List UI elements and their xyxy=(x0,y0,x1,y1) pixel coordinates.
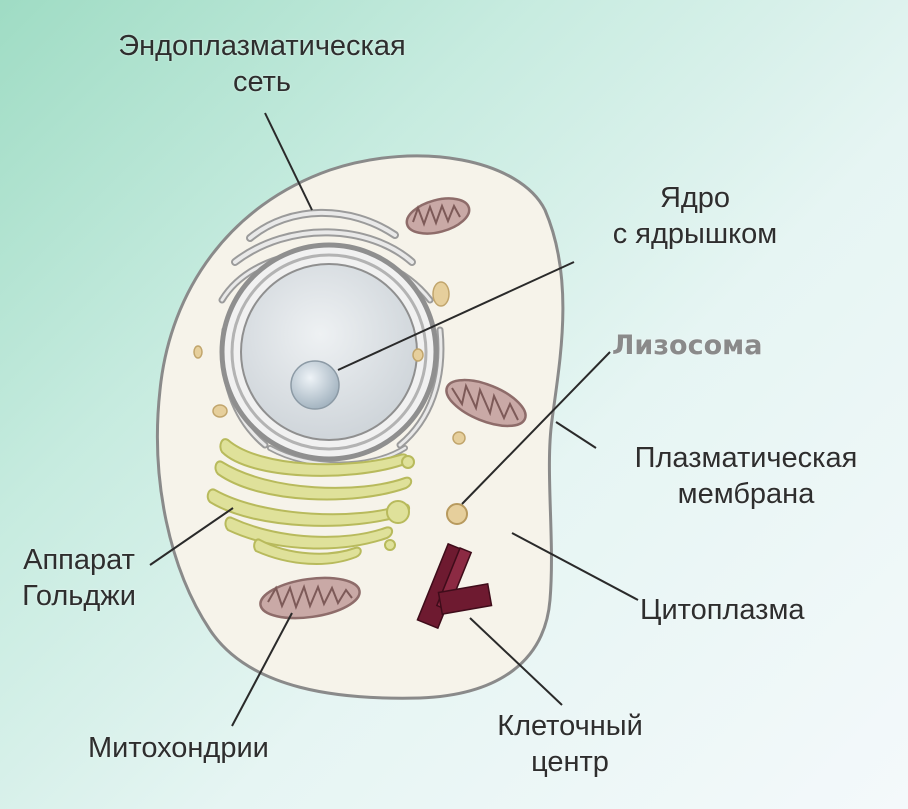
leader-golgi xyxy=(149,507,234,566)
label-lysosome: Лизосома xyxy=(612,330,763,361)
label-golgi-apparatus: Аппарат Гольджи xyxy=(4,542,154,614)
nucleolus xyxy=(290,360,340,410)
leader-lysosome xyxy=(461,351,611,505)
leader-lines xyxy=(149,112,639,727)
label-centrosome: Клеточный центр xyxy=(470,708,670,780)
leader-er xyxy=(264,112,313,211)
label-nucleus-line1: Ядро xyxy=(659,182,731,214)
lysosome xyxy=(446,503,468,525)
label-centrosome-line1: Клеточный xyxy=(497,710,643,742)
leader-membrane xyxy=(555,421,597,449)
label-centrosome-line2: центр xyxy=(531,746,609,778)
mitochondrion-bottom xyxy=(259,576,361,620)
label-er-line2: сеть xyxy=(232,66,292,98)
mitochondrion-right xyxy=(445,378,527,428)
leader-nucleus xyxy=(337,261,575,371)
label-membrane-line1: Плазматическая xyxy=(634,442,858,474)
leader-centrosome xyxy=(469,617,563,706)
golgi-apparatus xyxy=(206,438,415,565)
mitochondrion-top xyxy=(405,197,471,235)
nucleus xyxy=(219,242,439,462)
label-golgi-line2: Гольджи xyxy=(22,580,136,612)
label-nucleus: Ядро с ядрышком xyxy=(560,180,830,252)
label-plasma-membrane: Плазматическая мембрана xyxy=(596,440,896,512)
leader-mitochondria xyxy=(231,612,293,727)
label-golgi-line1: Аппарат xyxy=(23,544,135,576)
label-membrane-line2: мембрана xyxy=(677,478,815,510)
label-cytoplasm: Цитоплазма xyxy=(640,594,805,626)
label-er-line1: Эндоплазматическая xyxy=(118,30,406,62)
label-nucleus-line2: с ядрышком xyxy=(612,218,778,250)
label-mitochondria: Митохондрии xyxy=(88,732,269,764)
vesicles xyxy=(193,281,466,445)
leader-cytoplasm xyxy=(511,532,639,601)
centrosome xyxy=(416,542,493,630)
label-endoplasmic-reticulum: Эндоплазматическая сеть xyxy=(64,28,460,100)
